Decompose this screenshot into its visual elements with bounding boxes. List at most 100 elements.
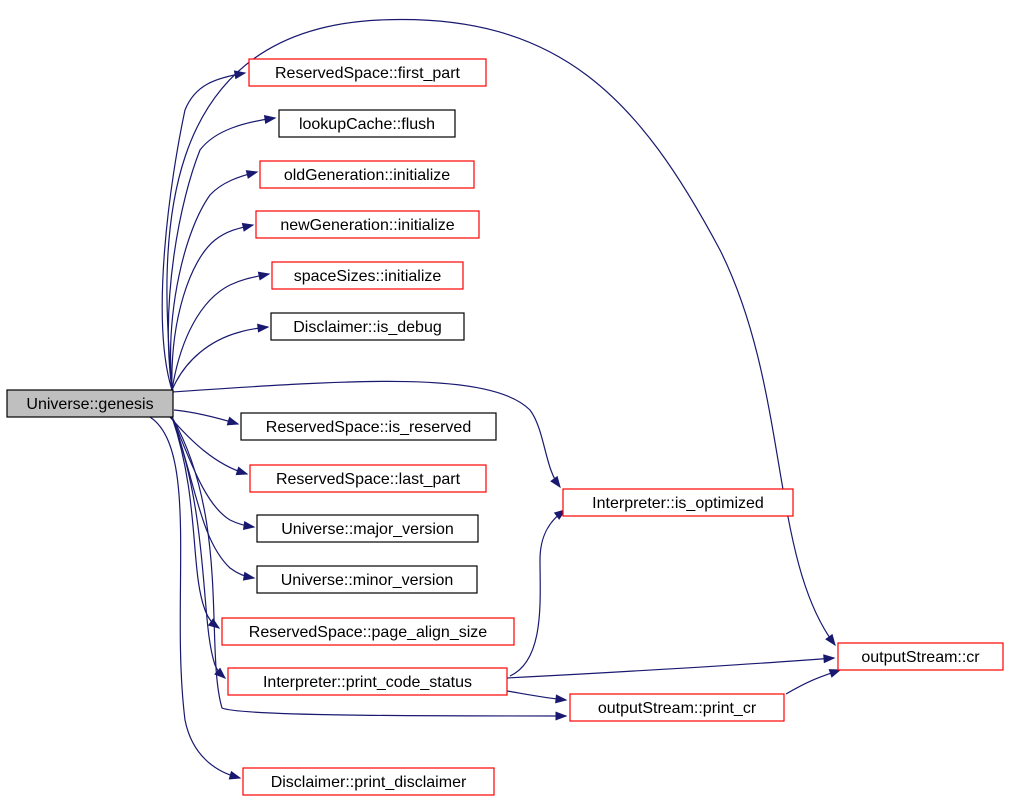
edge-line bbox=[171, 273, 270, 391]
edge-arrowhead bbox=[555, 711, 568, 721]
node-box[interactable] bbox=[259, 160, 475, 189]
node-box[interactable] bbox=[227, 667, 508, 696]
edge-arrowhead bbox=[828, 669, 842, 678]
node-label: newGeneration::initialize bbox=[280, 217, 454, 234]
node-box[interactable] bbox=[248, 58, 487, 87]
node-label: Interpreter::is_optimized bbox=[592, 495, 764, 512]
edge-genesis-to-is_reserved bbox=[173, 409, 240, 426]
edge-arrowhead bbox=[257, 323, 270, 333]
node-box[interactable] bbox=[6, 389, 174, 418]
node-first-part[interactable]: ReservedSpace::first_part bbox=[248, 58, 487, 87]
edge-arrowhead bbox=[242, 571, 256, 581]
node-label: lookupCache::flush bbox=[299, 116, 435, 133]
node-minor[interactable]: Universe::minor_version bbox=[256, 565, 478, 594]
edge-arrowhead bbox=[241, 222, 255, 232]
node-is-opt[interactable]: Interpreter::is_optimized bbox=[562, 488, 794, 517]
edge-arrowhead bbox=[235, 466, 249, 476]
node-box[interactable] bbox=[562, 488, 794, 517]
node-new-init[interactable]: newGeneration::initialize bbox=[255, 210, 480, 239]
node-print-code[interactable]: Interpreter::print_code_status bbox=[227, 667, 508, 696]
edge-line bbox=[161, 72, 246, 391]
edge-line bbox=[509, 509, 566, 677]
node-label: Universe::minor_version bbox=[281, 572, 454, 589]
edge-arrowhead bbox=[228, 770, 242, 780]
edge-layer bbox=[149, 18, 842, 780]
edge-genesis-to-major bbox=[171, 416, 256, 530]
node-is-debug[interactable]: Disclaimer::is_debug bbox=[270, 312, 465, 341]
node-label: Interpreter::print_code_status bbox=[263, 674, 472, 691]
edge-line bbox=[171, 224, 254, 391]
edge-arrowhead bbox=[242, 521, 256, 530]
node-old-init[interactable]: oldGeneration::initialize bbox=[259, 160, 475, 189]
node-label: oldGeneration::initialize bbox=[284, 167, 450, 184]
node-label: ReservedSpace::last_part bbox=[276, 471, 461, 488]
edge-print_code-to-cr bbox=[506, 654, 836, 679]
edge-arrowhead bbox=[226, 416, 240, 426]
node-label: Disclaimer::is_debug bbox=[293, 319, 442, 336]
edge-genesis-to-new_init bbox=[171, 222, 255, 391]
edge-genesis-to-page_align bbox=[171, 416, 221, 629]
node-layer: Universe::genesis ReservedSpace::first_pa… bbox=[6, 58, 1004, 796]
node-last-part[interactable]: ReservedSpace::last_part bbox=[249, 464, 487, 493]
edge-line bbox=[171, 380, 561, 488]
edge-print_code-to-is_opt bbox=[509, 509, 567, 677]
node-box[interactable] bbox=[255, 210, 480, 239]
node-label: Universe::major_version bbox=[281, 521, 454, 538]
node-major[interactable]: Universe::major_version bbox=[256, 514, 479, 543]
node-box[interactable] bbox=[249, 464, 487, 493]
edge-arrowhead bbox=[550, 475, 561, 489]
node-box[interactable] bbox=[569, 693, 785, 722]
edge-line bbox=[171, 416, 567, 717]
edge-genesis-to-is_debug bbox=[171, 323, 270, 391]
edge-genesis-to-old_init bbox=[169, 170, 259, 391]
edge-arrowhead bbox=[555, 694, 568, 704]
node-label: ReservedSpace::page_align_size bbox=[249, 624, 487, 641]
edge-line bbox=[166, 18, 836, 646]
edge-line bbox=[506, 657, 835, 679]
node-is-reserved[interactable]: ReservedSpace::is_reserved bbox=[240, 412, 497, 441]
node-space-init[interactable]: spaceSizes::initialize bbox=[271, 261, 464, 290]
edge-genesis-to-space_init bbox=[171, 271, 271, 391]
node-label: spaceSizes::initialize bbox=[294, 268, 442, 285]
node-label: outputStream::cr bbox=[861, 649, 980, 666]
edge-genesis-to-print_cr bbox=[171, 416, 568, 721]
edge-genesis-to-print_disc bbox=[149, 416, 242, 780]
node-label: outputStream::print_cr bbox=[598, 700, 757, 717]
node-box[interactable] bbox=[256, 514, 479, 543]
node-genesis[interactable]: Universe::genesis bbox=[6, 389, 174, 418]
edge-arrowhead bbox=[245, 170, 259, 179]
node-label: Universe::genesis bbox=[26, 396, 153, 413]
edge-print_code-to-print_cr bbox=[506, 690, 568, 704]
edge-genesis-to-print_code bbox=[171, 416, 227, 679]
edge-arrowhead bbox=[257, 271, 271, 281]
node-flush[interactable]: lookupCache::flush bbox=[278, 109, 456, 138]
edge-line bbox=[171, 416, 220, 629]
edge-arrowhead bbox=[823, 654, 836, 664]
edge-genesis-to-flush bbox=[167, 115, 277, 391]
edge-arrowhead bbox=[233, 70, 247, 80]
edge-print_cr-to-cr bbox=[785, 669, 842, 695]
edge-line bbox=[167, 117, 276, 391]
edge-arrowhead bbox=[214, 667, 227, 679]
node-box[interactable] bbox=[270, 312, 465, 341]
edge-line bbox=[169, 171, 258, 391]
node-box[interactable] bbox=[271, 261, 464, 290]
node-label: ReservedSpace::is_reserved bbox=[266, 419, 471, 436]
node-label: ReservedSpace::first_part bbox=[275, 65, 461, 82]
edge-line bbox=[149, 416, 241, 779]
node-print-disc[interactable]: Disclaimer::print_disclaimer bbox=[242, 767, 495, 796]
edge-arrowhead bbox=[263, 115, 277, 124]
node-label: Disclaimer::print_disclaimer bbox=[271, 774, 467, 791]
node-print-cr[interactable]: outputStream::print_cr bbox=[569, 693, 785, 722]
node-box[interactable] bbox=[240, 412, 497, 441]
node-box[interactable] bbox=[837, 642, 1004, 671]
node-cr[interactable]: outputStream::cr bbox=[837, 642, 1004, 671]
node-box[interactable] bbox=[221, 617, 515, 646]
node-page-align[interactable]: ReservedSpace::page_align_size bbox=[221, 617, 515, 646]
node-box[interactable] bbox=[278, 109, 456, 138]
edge-genesis-to-is_opt bbox=[171, 380, 561, 489]
node-box[interactable] bbox=[256, 565, 478, 594]
node-box[interactable] bbox=[242, 767, 495, 796]
edge-arrowhead bbox=[825, 633, 836, 647]
